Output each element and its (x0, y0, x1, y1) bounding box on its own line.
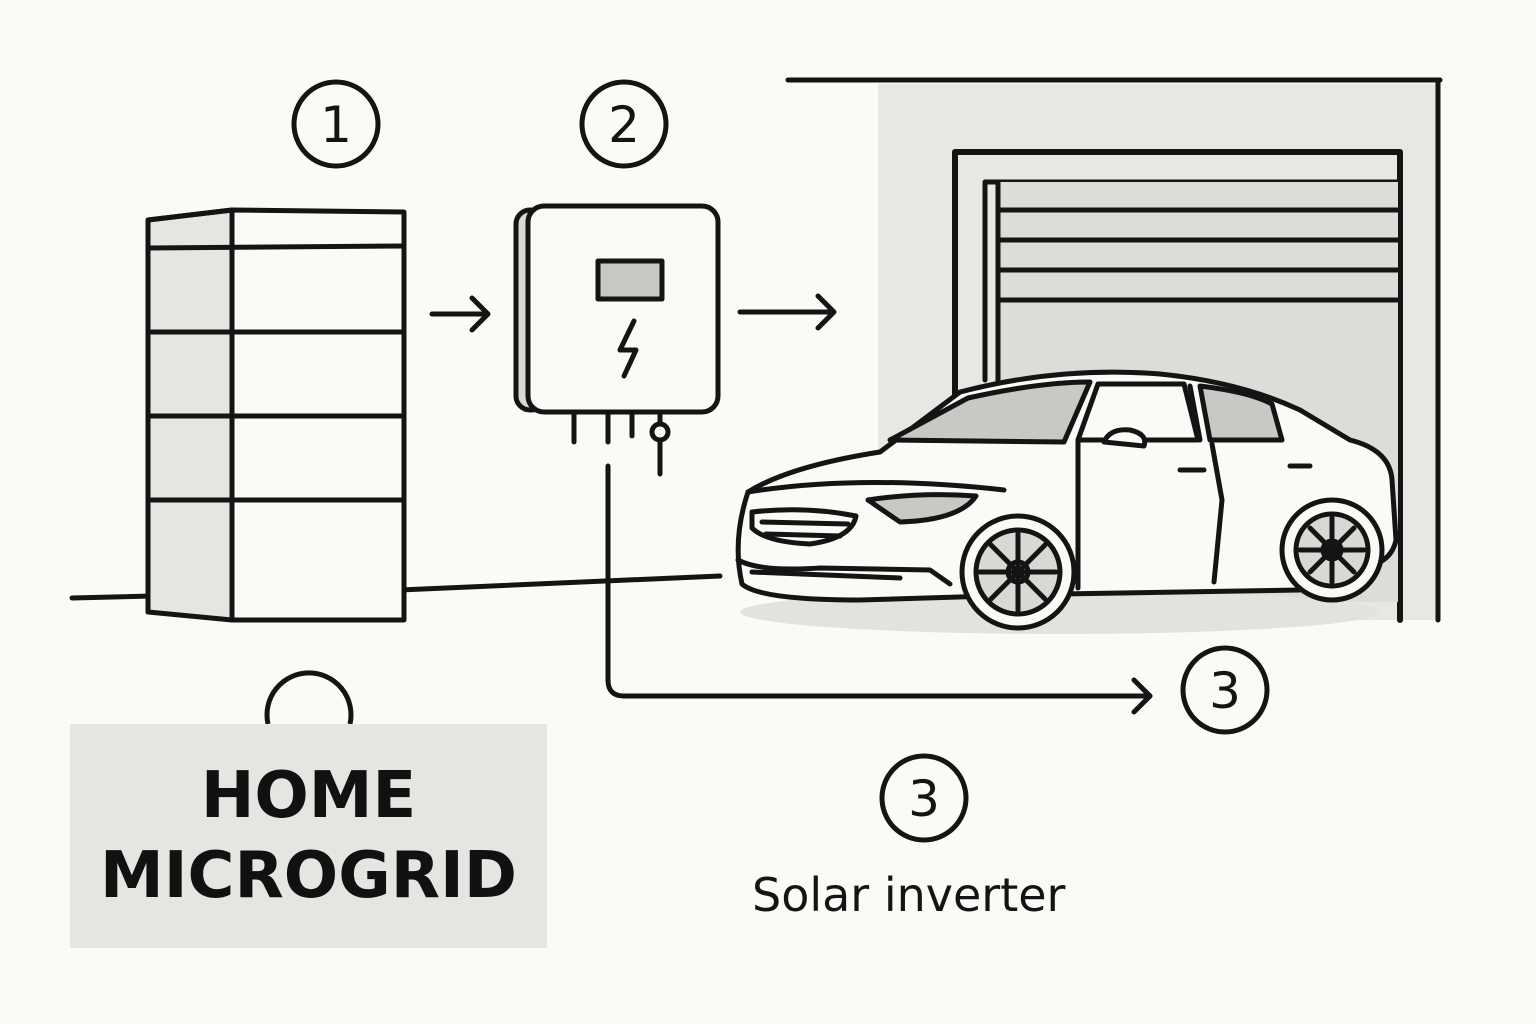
partial-circle-marker (264, 670, 354, 725)
marker-1: 1 (291, 79, 381, 169)
svg-text:1: 1 (320, 96, 352, 154)
svg-text:2: 2 (608, 96, 640, 154)
title-line-2: MICROGRID (100, 839, 517, 913)
title-line-1: HOME (200, 759, 417, 833)
svg-text:3: 3 (908, 770, 940, 828)
solar-inverter-icon (513, 203, 721, 477)
caption-solar-inverter: Solar inverter (752, 868, 1066, 922)
lightning-bolt-icon (617, 318, 639, 379)
svg-text:3: 3 (1209, 662, 1241, 720)
arrow-right-icon (429, 295, 491, 333)
marker-3-top: 3 (1180, 645, 1270, 735)
arrow-right-icon-2 (737, 293, 837, 331)
car-icon (735, 369, 1399, 634)
cable-arrow (605, 463, 1153, 715)
marker-2: 2 (579, 79, 669, 169)
battery-stack-icon (145, 207, 407, 623)
title-label: HOME MICROGRID (70, 724, 547, 948)
marker-3-bottom: 3 (879, 753, 969, 843)
